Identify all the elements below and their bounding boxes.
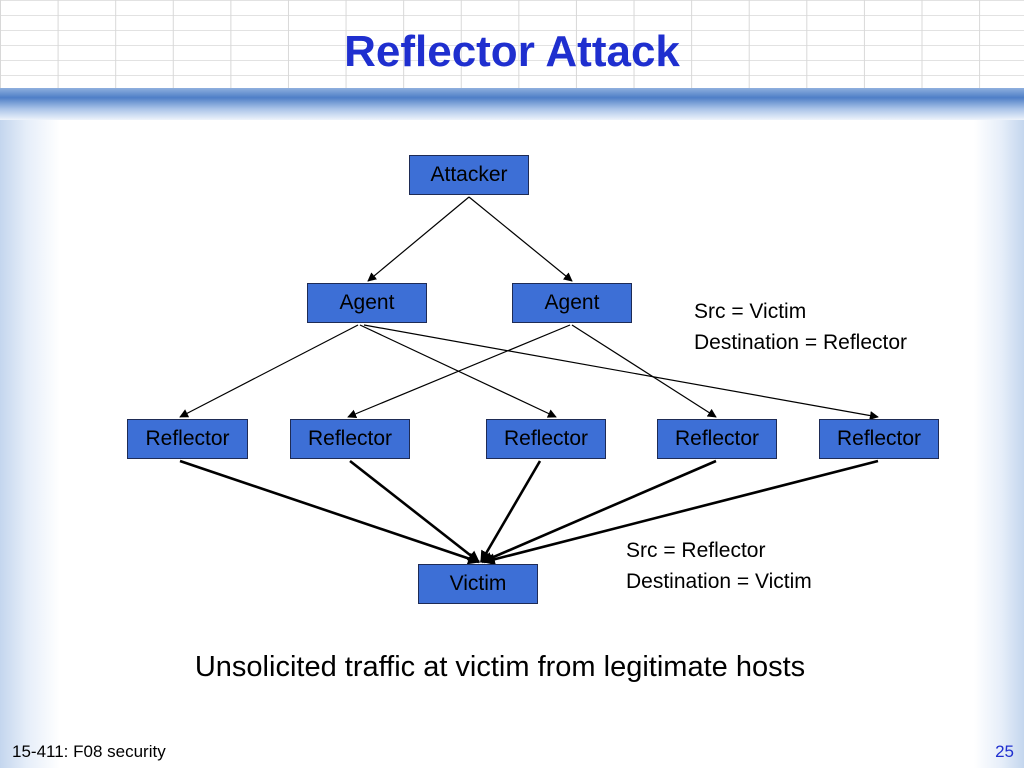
background-left-gradient	[0, 120, 60, 768]
reflector-traffic-note-line-1: Src = Reflector	[626, 539, 766, 562]
slide-caption: Unsolicited traffic at victim from legit…	[194, 651, 806, 683]
agent-traffic-note: Src = Victim Destination = Reflector	[694, 296, 907, 358]
arrow-agent-2-to-reflector-2	[347, 324, 571, 419]
node-reflector-1: Reflector	[127, 419, 248, 459]
agent-traffic-note-line-2: Destination = Reflector	[694, 331, 908, 354]
slide-number: 25	[995, 742, 1014, 761]
arrow-agent-1-to-reflector-5	[363, 324, 879, 421]
node-reflector-5: Reflector	[819, 419, 939, 459]
reflector-traffic-note-line-2: Destination = Victim	[626, 570, 812, 593]
arrow-reflector-2-to-victim	[349, 459, 480, 564]
arrow-reflector-3-to-victim	[479, 460, 542, 564]
node-agent-2: Agent	[512, 283, 632, 323]
footer-course-label: 15-411: F08 security	[12, 742, 166, 761]
reflector-traffic-note: Src = Reflector Destination = Victim	[626, 535, 812, 597]
arrow-attacker-to-agent-1	[367, 196, 470, 282]
arrow-agent-1-to-reflector-1	[179, 324, 359, 418]
node-reflector-2: Reflector	[290, 419, 410, 459]
node-reflector-3: Reflector	[486, 419, 606, 459]
arrow-reflector-4-to-victim	[480, 459, 717, 564]
node-reflector-4: Reflector	[657, 419, 777, 459]
background-right-gradient	[974, 120, 1024, 768]
arrow-reflector-1-to-victim	[179, 459, 481, 565]
arrow-agent-2-to-reflector-4	[571, 324, 717, 418]
node-victim: Victim	[418, 564, 538, 604]
slide-title: Reflector Attack	[344, 27, 680, 76]
node-attacker: Attacker	[409, 155, 529, 195]
header-band	[0, 88, 1024, 120]
header-grid	[0, 0, 1024, 90]
arrow-reflector-5-to-victim	[482, 459, 879, 566]
node-agent-1: Agent	[307, 283, 427, 323]
arrow-attacker-to-agent-2	[468, 196, 573, 282]
agent-traffic-note-line-1: Src = Victim	[694, 300, 807, 323]
